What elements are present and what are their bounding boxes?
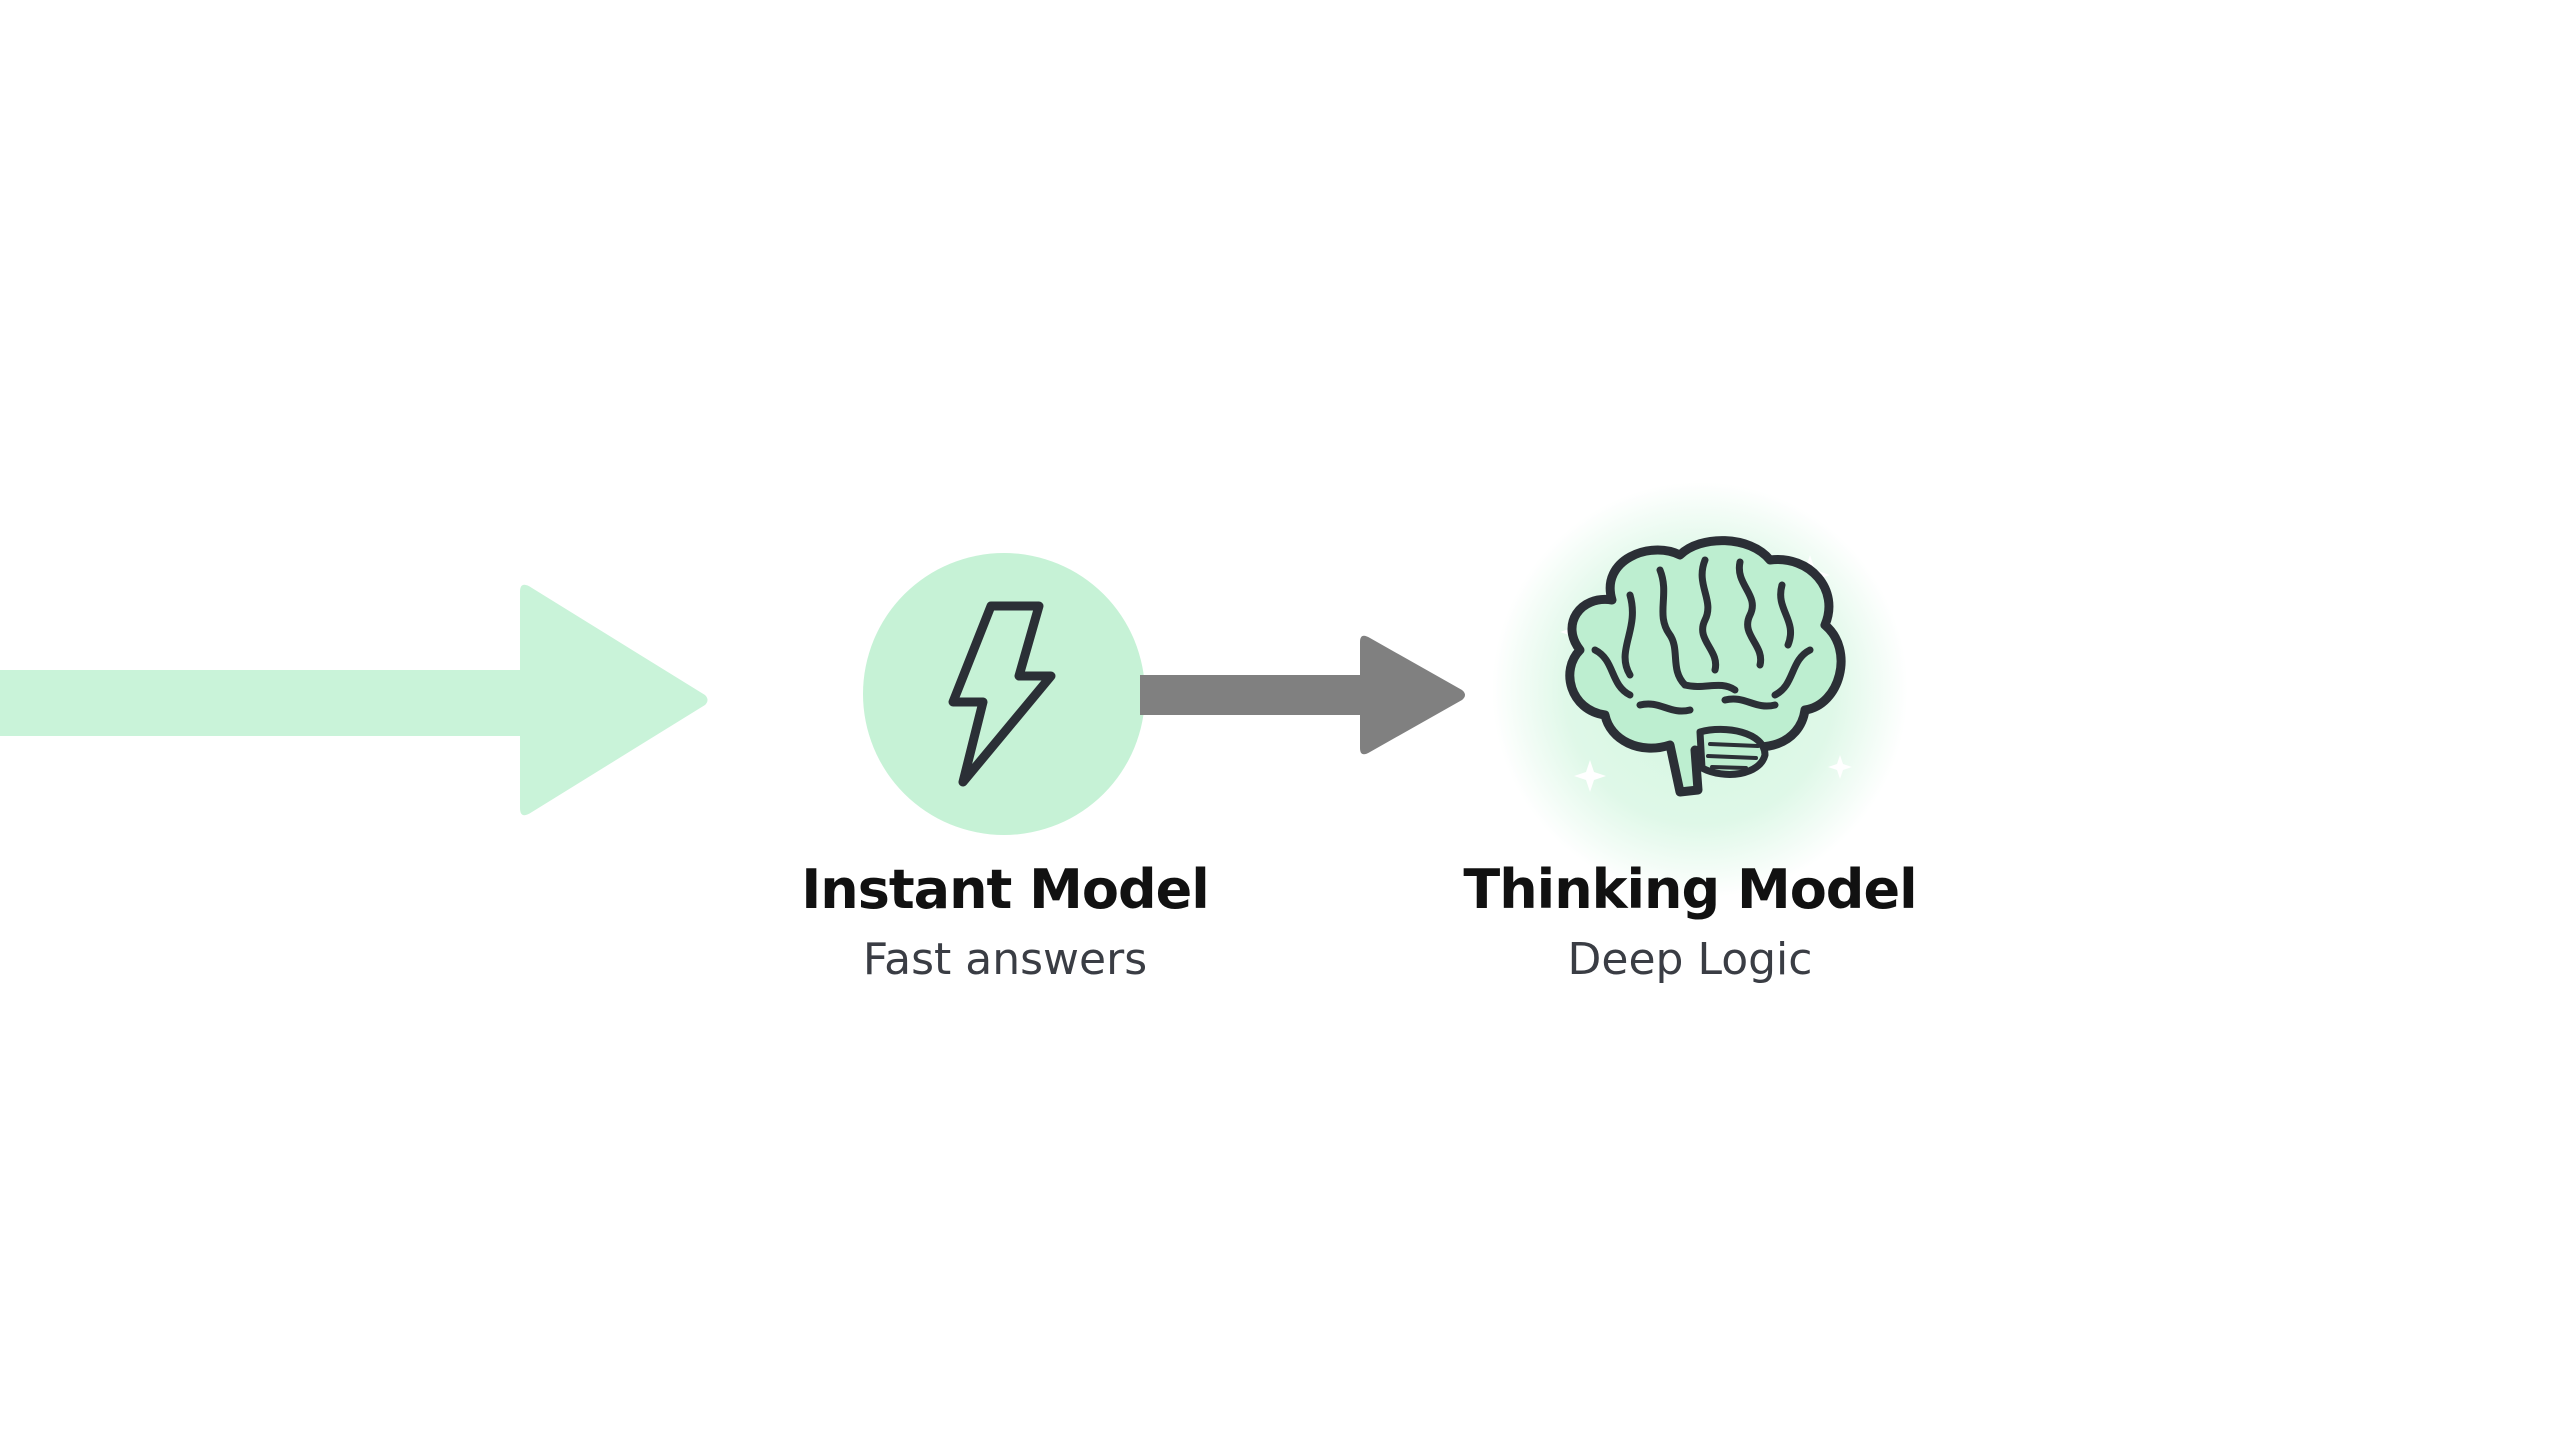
instant-model-subtitle: Fast answers bbox=[862, 934, 1148, 985]
connector-arrow bbox=[1140, 635, 1465, 755]
thinking-model-subtitle: Deep Logic bbox=[1567, 934, 1813, 985]
thinking-model-title: Thinking Model bbox=[1463, 858, 1917, 921]
lightning-bolt-icon bbox=[948, 601, 1056, 787]
input-arrow bbox=[0, 584, 708, 816]
input-arrow-shape bbox=[0, 584, 708, 816]
connector-arrow-shape bbox=[1140, 635, 1465, 755]
brain-icon bbox=[1560, 536, 1852, 797]
instant-model-title: Instant Model bbox=[801, 858, 1210, 921]
instant-model-node bbox=[863, 553, 1145, 835]
